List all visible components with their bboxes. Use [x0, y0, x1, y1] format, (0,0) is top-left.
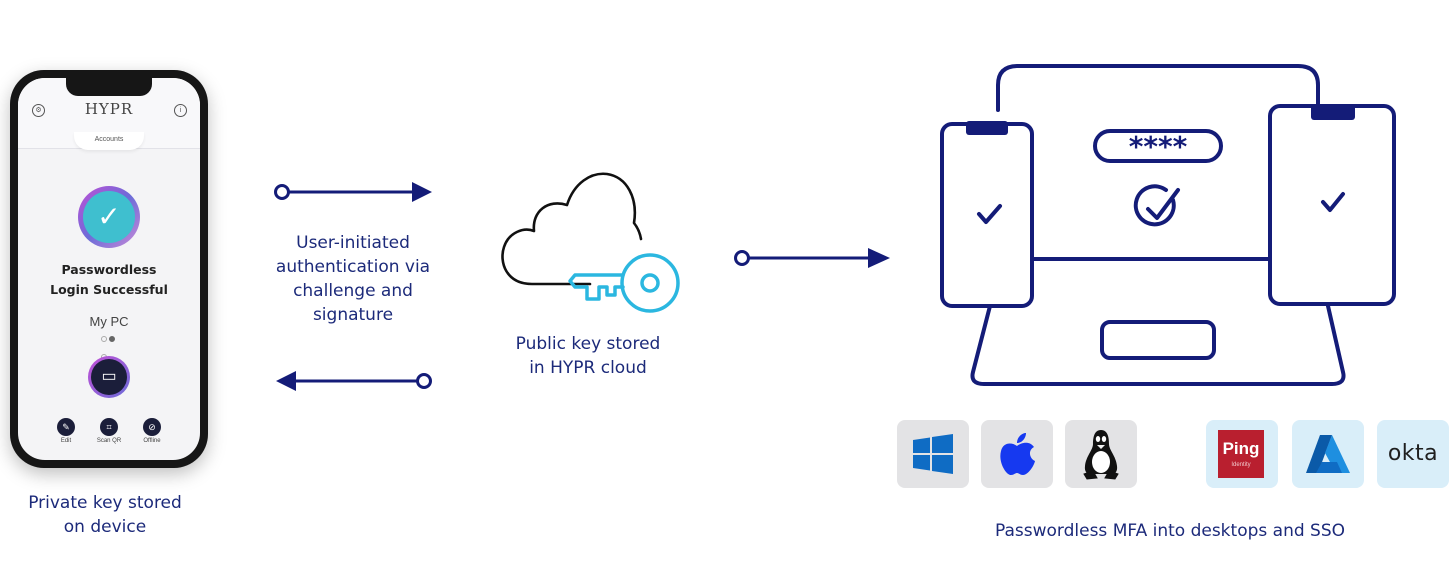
pencil-icon: ✎: [57, 418, 75, 436]
apple-logo: [1000, 433, 1035, 475]
info-icon: i: [174, 104, 187, 117]
key-icon: [568, 253, 680, 313]
cloud-icon: [501, 172, 643, 286]
page-dot-active: [109, 336, 115, 342]
azure-logo: [1306, 435, 1350, 473]
left-phone-check-icon: [977, 204, 1002, 224]
arrow-to-devices: [734, 248, 890, 268]
private-key-caption-line1: Private key stored: [28, 493, 182, 513]
offline-icon: ⊘: [143, 418, 161, 436]
action-scan-qr: ⌗ Scan QR: [89, 418, 129, 444]
phone-mockup: ⚙ i HYPR Accounts ✓ Passwordless Login S…: [10, 70, 208, 468]
windows-logo-tile: [897, 420, 969, 488]
phone-notch: [66, 78, 152, 96]
public-key-caption-line2: in HYPR cloud: [529, 358, 647, 378]
action-scan-qr-label: Scan QR: [96, 438, 122, 444]
linux-logo-tile: [1065, 420, 1137, 488]
left-phone-notch: [966, 121, 1008, 135]
azure-logo-tile: [1292, 420, 1364, 488]
device-name: My PC: [89, 314, 129, 329]
apple-logo-tile: [981, 420, 1053, 488]
right-phone-notch: [1311, 104, 1355, 120]
action-edit-label: Edit: [60, 438, 72, 444]
auth-caption-line3: challenge and: [293, 281, 413, 301]
linux-logo: [1083, 430, 1119, 480]
qr-icon: ⌗: [100, 418, 118, 436]
right-phone-check-icon: [1321, 192, 1345, 212]
arrow-end-dot: [416, 373, 432, 389]
arrow-start-dot: [274, 184, 290, 200]
arrow-start-dot: [734, 250, 750, 266]
page-dots: [100, 336, 120, 360]
auth-caption-line4: signature: [312, 305, 394, 325]
password-mask: ****: [1129, 130, 1188, 163]
action-offline: ⊘ Offline: [132, 418, 172, 444]
login-status-line1: Passwordless: [61, 262, 157, 277]
ping-logo-subtext: Identity: [1231, 462, 1251, 468]
password-field: [1093, 129, 1223, 163]
left-phone: [940, 122, 1034, 308]
arrow-to-phone: [276, 371, 432, 391]
phone-screen: ⚙ i HYPR Accounts ✓ Passwordless Login S…: [18, 78, 200, 460]
public-key-caption-line1: Public key stored: [515, 334, 661, 354]
trackpad: [1100, 320, 1216, 360]
login-status-text: Passwordless Login Successful: [18, 260, 200, 300]
login-status-line2: Login Successful: [50, 282, 168, 297]
ping-identity-logo: Ping Identity: [1218, 430, 1264, 478]
laptop-base: [970, 304, 1346, 386]
action-offline-label: Offline: [143, 438, 161, 444]
success-check-badge: ✓: [78, 186, 140, 248]
windows-logo: [913, 434, 953, 474]
cloud-key-illustration: [501, 172, 680, 313]
hypr-app-logo: HYPR: [84, 100, 134, 118]
public-key-caption: Public key stored in HYPR cloud: [490, 332, 686, 380]
verified-check-icon: [1133, 184, 1180, 227]
private-key-caption: Private key stored on device: [0, 491, 210, 539]
okta-logo-tile: okta: [1377, 420, 1449, 488]
arrow-to-cloud: [274, 182, 432, 202]
arrow-head-icon: [868, 248, 890, 268]
arrow-head-icon: [276, 371, 296, 391]
okta-logo: okta: [1387, 441, 1439, 466]
monitor-button: ▭: [88, 356, 130, 398]
auth-caption-line1: User-initiated: [296, 233, 410, 253]
ping-identity-logo-tile: Ping Identity: [1206, 420, 1278, 488]
mfa-caption: Passwordless MFA into desktops and SSO: [994, 521, 1345, 541]
accounts-tab: Accounts: [74, 132, 144, 150]
monitor-top-frame: [996, 64, 1320, 112]
settings-icon: ⚙: [32, 104, 45, 117]
page-dot: [101, 336, 107, 342]
ping-logo-text: Ping: [1222, 439, 1260, 458]
monitor-icon: ▭: [91, 359, 127, 395]
arrow-head-icon: [412, 182, 432, 202]
auth-caption: User-initiated authentication via challe…: [255, 231, 451, 327]
action-edit: ✎ Edit: [46, 418, 86, 444]
auth-caption-line2: authentication via: [275, 257, 431, 277]
devices-illustration: ****: [940, 64, 1396, 386]
check-icon: ✓: [83, 191, 135, 243]
private-key-caption-line2: on device: [63, 517, 147, 537]
